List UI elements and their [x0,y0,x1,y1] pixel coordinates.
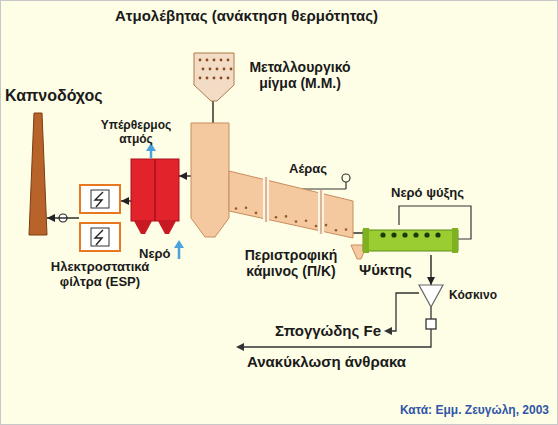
arrow-head [121,197,129,205]
flow-connector [179,172,191,180]
esp-filter-shape [79,184,121,254]
flow-line [212,101,213,123]
source-caption: Κατά: Εμμ. Ζευγώλη, 2003 [381,404,549,418]
chimney-shape [29,113,47,235]
stream-label: Νερό ψύξης [391,186,464,201]
equipment-label: Περιστροφική κάμινος (Π/Κ) [233,247,349,279]
product-lines [236,293,436,351]
equipment-label: Ψύκτης [359,261,412,278]
equipment-label: Μεταλλουργικό μίγμα (Μ.Μ.) [238,59,362,91]
flow-connector [47,214,79,222]
esp-filter: Ηλεκτροστατικά φίλτρα (ESP) [79,184,121,254]
flow-connector [213,101,214,123]
feed-hopper-shape [194,53,234,101]
rotary-kiln-shape [191,123,353,243]
cooler-shape [363,225,458,255]
equipment-label: Ηλεκτροστατικά φίλτρα (ESP) [42,260,158,290]
equipment-label: Ατμολέβητας (ανάκτηση θερμότητας) [115,7,378,24]
stream-label: Ανακύκλωση άνθρακα [247,353,406,370]
chimney: Καπνοδόχος [29,113,47,235]
steam-boiler-shape [131,159,179,237]
steam-boiler: Ατμολέβητας (ανάκτηση θερμότητας) [131,159,179,237]
stream-label: Νερό [139,247,171,262]
flow-connector [353,233,363,234]
arrow-head [179,172,187,180]
rotary-kiln: Περιστροφική κάμινος (Π/Κ) [191,123,353,243]
equipment-label: Κόσκινο [449,289,497,303]
flow-connector [427,255,435,285]
water-arrow [174,240,184,259]
arrow-head [47,214,55,222]
screen: Κόσκινο [419,285,443,307]
flow-connector [121,197,131,205]
flow-line [353,232,363,233]
screen-shape [419,285,443,307]
feed-hopper: Μεταλλουργικό μίγμα (Μ.Μ.) [194,53,234,101]
equipment-label: Καπνοδόχος [5,87,103,105]
stream-label: Σπογγώδης Fe [249,322,381,339]
stream-label: Αέρας [289,162,327,177]
arrow-head [427,277,435,285]
stream-label: Υπέρθερμος ατμός [99,119,173,147]
cooler: Ψύκτης [363,225,458,255]
